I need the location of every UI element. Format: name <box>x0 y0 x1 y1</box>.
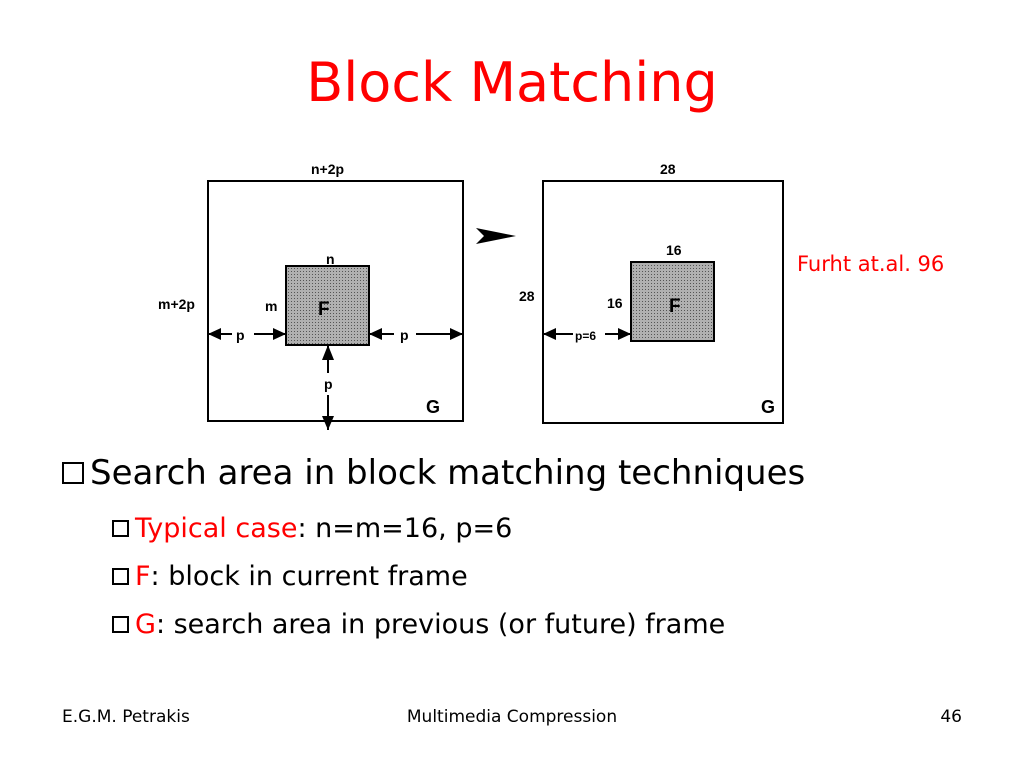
right-side-label: 28 <box>519 288 535 304</box>
block-matching-figure: n+2p m+2p n m F p p p G 28 28 16 16 F <box>150 148 800 433</box>
sub-bullet-typical-case: Typical case : n=m=16, p=6 <box>112 504 805 552</box>
bottom-p-arrowhead-up <box>322 345 334 360</box>
right-p-arrowhead-right <box>450 328 463 340</box>
left-p-arrowhead-left <box>208 328 221 340</box>
sub-bullet-text: : search area in previous (or future) fr… <box>155 608 726 640</box>
right-block-f <box>630 261 715 342</box>
sub-bullet-term: G <box>135 608 156 640</box>
sub-bullet-f: F : block in current frame <box>112 552 805 600</box>
checkbox-bullet-icon <box>62 462 84 484</box>
main-bullet: Search area in block matching techniques <box>62 450 805 496</box>
right-block-side-label: 16 <box>607 295 623 311</box>
figure-citation: Furht at.al. 96 <box>797 252 945 276</box>
bullet-list: Search area in block matching techniques… <box>62 450 805 648</box>
checkbox-bullet-icon <box>112 519 129 537</box>
right-p6-arrowhead-right <box>618 328 631 340</box>
sub-bullet-text: : block in current frame <box>150 560 468 592</box>
left-block-side-label: m <box>265 298 277 314</box>
bottom-p-arrowhead-down <box>322 416 334 430</box>
footer-author: E.G.M. Petrakis <box>62 707 190 727</box>
sub-bullet-term: F <box>135 560 151 592</box>
right-top-label: 28 <box>660 161 676 177</box>
figure-svg: n+2p m+2p n m F p p p G 28 28 16 16 F <box>158 161 784 430</box>
left-block-f <box>285 265 370 346</box>
checkbox-bullet-icon <box>112 615 129 633</box>
left-p-arrowhead-right <box>273 328 286 340</box>
slide-title: Block Matching <box>306 51 718 114</box>
right-p-label: p <box>400 327 409 343</box>
left-side-label: m+2p <box>158 296 195 312</box>
right-p6-label: p=6 <box>575 329 596 343</box>
sub-bullet-g: G : search area in previous (or future) … <box>112 600 805 648</box>
sub-bullet-text: : n=m=16, p=6 <box>297 512 513 544</box>
main-bullet-text: Search area in block matching techniques <box>90 453 806 493</box>
transition-arrow <box>476 228 516 244</box>
sub-bullet-term: Typical case <box>135 512 298 544</box>
footer-page-number: 46 <box>940 707 962 727</box>
right-block-name: F <box>669 296 681 317</box>
right-area-name: G <box>761 397 775 417</box>
left-block-top-label: n <box>326 251 335 267</box>
left-p-label: p <box>236 327 245 343</box>
footer-course: Multimedia Compression <box>406 707 618 727</box>
right-p-arrowhead-left <box>369 328 382 340</box>
right-block-top-label: 16 <box>666 242 682 258</box>
left-top-label: n+2p <box>311 161 344 177</box>
right-p6-arrowhead-left <box>543 328 556 340</box>
left-area-name: G <box>426 397 440 417</box>
left-block-name: F <box>318 299 330 320</box>
checkbox-bullet-icon <box>112 567 129 585</box>
bottom-p-label: p <box>324 376 333 392</box>
